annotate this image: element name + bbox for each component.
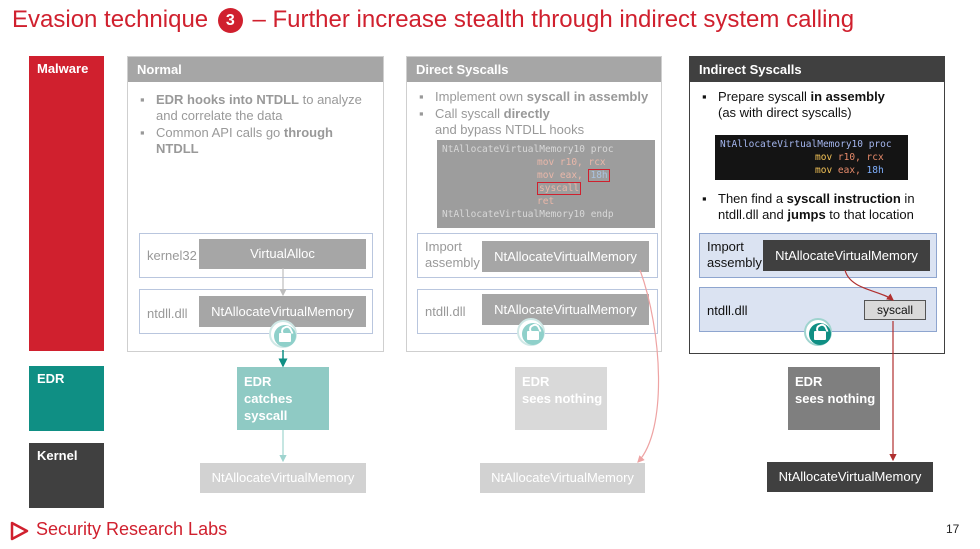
- play-logo-icon: [10, 521, 29, 541]
- direct-header: Direct Syscalls: [407, 57, 661, 82]
- hook-lock-icon: [804, 318, 832, 346]
- syscall-instruction-box: syscall: [864, 300, 926, 320]
- row-label-edr: EDR: [29, 366, 104, 431]
- indirect-panel: Indirect Syscalls Prepare syscall in ass…: [689, 56, 945, 354]
- indirect-code-r10: r10, rcx: [837, 152, 884, 163]
- kernel32-label: kernel32: [147, 248, 197, 263]
- normal-header: Normal: [128, 57, 383, 82]
- indirect-bullet-2: Then find a syscall instruction inntdll.…: [700, 191, 944, 223]
- arrow-import-to-syscall: [844, 269, 894, 301]
- code-line-mov-r10: mov r10, rcx: [537, 157, 606, 168]
- row-label-malware: Malware: [29, 56, 104, 351]
- hook-lock-icon: [517, 318, 545, 346]
- normal-kernel-box: NtAllocateVirtualMemory: [200, 463, 366, 493]
- indirect-code-proc: NtAllocateVirtualMemory10 proc: [720, 139, 892, 150]
- indirect-code-eax: eax,: [837, 165, 867, 176]
- indirect-bullet-1: Prepare syscall in assembly(as with dire…: [700, 89, 944, 121]
- virtualalloc-box: VirtualAlloc: [199, 239, 366, 269]
- direct-bullets: Implement own syscall in assembly Call s…: [417, 89, 657, 139]
- footer-brand: Security Research Labs: [36, 519, 228, 539]
- slide-title: Evasion technique 3 – Further increase s…: [12, 6, 854, 34]
- title-suffix: – Further increase stealth through indir…: [252, 6, 855, 33]
- import-assembly-label: Import assembly: [425, 239, 480, 270]
- indirect-code-mov2: mov: [815, 165, 833, 176]
- normal-bullet-2: Common API calls go through NTDLL: [138, 125, 378, 157]
- normal-edr-box: EDR catches syscall: [237, 367, 329, 430]
- code-line-mov-eax: mov eax,: [537, 170, 589, 181]
- indirect-kernel-box: NtAllocateVirtualMemory: [767, 462, 933, 492]
- normal-kernel32-frame: kernel32 VirtualAlloc: [139, 233, 373, 278]
- page-number: 17: [946, 522, 960, 536]
- indirect-import-fn-box: NtAllocateVirtualMemory: [763, 240, 930, 271]
- indirect-bullet-2-list: Then find a syscall instruction inntdll.…: [700, 191, 944, 224]
- direct-edr-box: EDR sees nothing: [515, 367, 607, 430]
- indirect-ntdll-label: ntdll.dll: [707, 303, 748, 318]
- normal-panel: Normal EDR hooks into NTDLL to analyze a…: [127, 56, 384, 352]
- indirect-header: Indirect Syscalls: [690, 57, 944, 82]
- title-prefix: Evasion technique: [12, 6, 209, 33]
- arrow-direct-to-kernel: [637, 269, 660, 463]
- code-line-proc: NtAllocateVirtualMemory10 proc: [442, 144, 614, 155]
- direct-panel: Direct Syscalls Implement own syscall in…: [406, 56, 662, 352]
- direct-ntdll-label: ntdll.dll: [425, 304, 466, 319]
- code-18h-highlight: 18h: [588, 169, 610, 182]
- indirect-edr-box: EDR sees nothing: [788, 367, 880, 430]
- direct-ntdll-fn-box: NtAllocateVirtualMemory: [482, 294, 649, 325]
- normal-bullet-1: EDR hooks into NTDLL to analyze and corr…: [138, 92, 378, 124]
- code-line-ret: ret: [537, 196, 555, 207]
- direct-import-frame: Import assembly NtAllocateVirtualMemory: [417, 233, 658, 278]
- code-syscall-highlight: syscall: [537, 182, 582, 195]
- normal-bullets: EDR hooks into NTDLL to analyze and corr…: [138, 92, 378, 158]
- indirect-code-mov1: mov: [815, 152, 833, 163]
- direct-kernel-box: NtAllocateVirtualMemory: [480, 463, 645, 493]
- step-number-badge: 3: [217, 8, 243, 33]
- indirect-import-label: Import assembly: [707, 239, 762, 270]
- indirect-code-block: NtAllocateVirtualMemory10 proc mov r10, …: [715, 135, 908, 180]
- code-line-endp: NtAllocateVirtualMemory10 endp: [442, 209, 614, 220]
- ntdll-label: ntdll.dll: [147, 306, 188, 321]
- indirect-code-18h: 18h: [866, 165, 884, 176]
- direct-code-block: NtAllocateVirtualMemory10 proc mov r10, …: [437, 140, 655, 228]
- hook-lock-icon: [269, 320, 297, 348]
- direct-import-fn-box: NtAllocateVirtualMemory: [482, 241, 649, 272]
- indirect-bullet-1-list: Prepare syscall in assembly(as with dire…: [700, 89, 944, 122]
- direct-bullet-1: Implement own syscall in assembly: [417, 89, 657, 105]
- row-label-kernel: Kernel: [29, 443, 104, 508]
- indirect-import-frame: Import assembly NtAllocateVirtualMemory: [699, 233, 937, 278]
